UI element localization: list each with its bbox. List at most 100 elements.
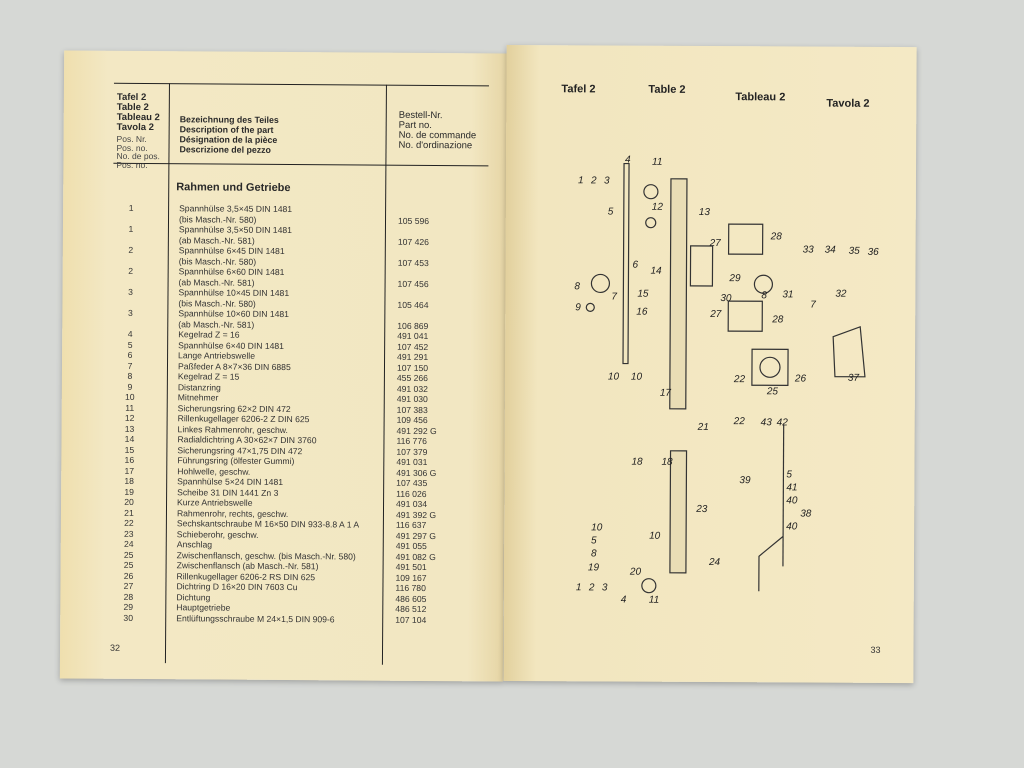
row-desc: Zwischenflansch, geschw. (bis Masch.-Nr.… <box>176 549 356 562</box>
row-pos: 8 <box>127 370 133 381</box>
callout-label: 11 <box>648 594 660 606</box>
callout-label: 33 <box>802 244 814 256</box>
callout-label: 2 <box>590 175 597 187</box>
callout-label: 26 <box>794 373 807 385</box>
bearing-ring <box>645 217 657 229</box>
row-pn: 491 082 G <box>395 551 436 562</box>
callout-label: 28 <box>772 314 784 326</box>
row-desc: (bis Masch.-Nr. 580) <box>178 297 256 309</box>
callout-label: 10 <box>591 522 603 534</box>
callout-label: 8 <box>761 290 767 302</box>
row-desc: Paßfeder A 8×7×36 DIN 6885 <box>177 360 291 372</box>
row-pos: 25 <box>123 549 134 560</box>
row-desc: Kegelrad Z = 16 <box>178 329 240 340</box>
row-pos: 11 <box>125 402 135 413</box>
crank-handle <box>758 535 784 592</box>
callout-label: 35 <box>848 245 860 257</box>
callout-label: 37 <box>847 372 860 384</box>
row-pn: 116 637 <box>395 519 427 531</box>
intermediate-flange <box>751 348 789 387</box>
callout-label: 18 <box>631 456 643 468</box>
callout-label: 5 <box>591 535 597 547</box>
row-desc: Kegelrad Z = 15 <box>177 371 240 382</box>
row-pos: 12 <box>124 412 135 423</box>
row-desc: Rillenkugellager 6206-2 Z DIN 625 <box>177 413 310 425</box>
row-pos: 17 <box>124 465 135 476</box>
row-pn: 491 030 <box>396 393 428 405</box>
row-pos: 9 <box>127 381 133 392</box>
gasket-top <box>727 223 764 255</box>
callout-label: 40 <box>786 495 798 507</box>
row-pn: 107 426 <box>397 236 429 247</box>
row-pos: 27 <box>123 580 134 591</box>
callout-label: 11 <box>652 156 663 168</box>
row-desc: Spannhülse 6×45 DIN 1481 <box>178 245 285 257</box>
row-pn: 107 379 <box>396 446 428 457</box>
callout-label: 1 <box>577 175 584 187</box>
row-pos: 6 <box>127 349 133 360</box>
callout-label: 8 <box>590 548 597 560</box>
row-pos: 16 <box>124 454 135 465</box>
callout-label: 9 <box>575 302 581 314</box>
callout-label: 27 <box>709 237 721 250</box>
row-desc: Spannhülse 10×60 DIN 1481 <box>178 308 290 320</box>
callout-label: 22 <box>733 416 745 428</box>
callout-label: 42 <box>776 417 788 429</box>
row-pn: 455 266 <box>396 372 429 384</box>
row-desc: Spannhülse 5×24 DIN 1481 <box>177 476 284 487</box>
page-number: 32 <box>109 642 121 653</box>
callout-label: 30 <box>720 293 732 305</box>
circlip <box>643 184 659 200</box>
header-bottom-rule <box>113 162 489 167</box>
spacer-ring <box>585 302 595 312</box>
row-pn: 491 306 G <box>396 467 437 478</box>
row-desc: Kurze Antriebswelle <box>177 497 253 508</box>
row-pos: 1 <box>128 202 134 213</box>
row-desc: Dichtring D 16×20 DIN 7603 Cu <box>176 581 298 593</box>
row-pn: 491 041 <box>397 330 429 342</box>
gearbox <box>689 245 714 287</box>
callout-label: 4 <box>620 594 627 606</box>
exploded-parts-diagram <box>585 162 866 594</box>
row-pos: 13 <box>124 423 135 434</box>
row-pn: 107 453 <box>397 257 429 268</box>
row-pos: 3 <box>127 307 133 318</box>
callout-label: 21 <box>697 421 709 433</box>
row-desc: Distanzring <box>177 381 221 393</box>
row-pn: 491 292 G <box>396 425 437 436</box>
row-desc: Zwischenflansch (ab Masch.-Nr. 581) <box>176 560 319 572</box>
callout-label: 5 <box>607 206 614 218</box>
callout-label: 3 <box>601 582 608 594</box>
row-pos: 21 <box>124 507 134 518</box>
sliding-tube <box>669 450 688 574</box>
frame-tube-left <box>669 178 688 410</box>
row-pn: 486 512 <box>395 603 427 615</box>
row-pos: 19 <box>124 486 134 497</box>
row-pos: 25 <box>123 559 134 570</box>
row-pn: 107 452 <box>397 341 429 352</box>
row-pn: 109 456 <box>396 414 428 426</box>
row-desc: Rillenkugellager 6206-2 RS DIN 625 <box>176 570 316 582</box>
row-desc: Sicherungsring 47×1,75 DIN 472 <box>177 444 303 456</box>
row-desc: (bis Masch.-Nr. 580) <box>178 255 257 267</box>
row-pn: 491 032 <box>396 383 428 394</box>
callout-label: 31 <box>782 289 794 301</box>
callout-label: 17 <box>659 387 671 399</box>
circlip <box>641 578 657 594</box>
callout-label: 28 <box>770 231 782 243</box>
row-desc: Lange Antriebswelle <box>178 350 256 361</box>
callout-label: 5 <box>786 469 793 481</box>
row-pos: 2 <box>128 265 134 276</box>
gasket-bottom <box>727 300 763 332</box>
callout-label: 34 <box>824 244 836 256</box>
row-pos: 14 <box>124 433 135 444</box>
row-pos: 30 <box>123 612 134 623</box>
row-pn: 105 596 <box>397 215 430 226</box>
row-pn: 107 456 <box>397 278 429 289</box>
callout-label: 15 <box>637 288 649 300</box>
row-pn: 116 026 <box>396 488 427 499</box>
row-pn: 491 055 <box>395 540 427 552</box>
